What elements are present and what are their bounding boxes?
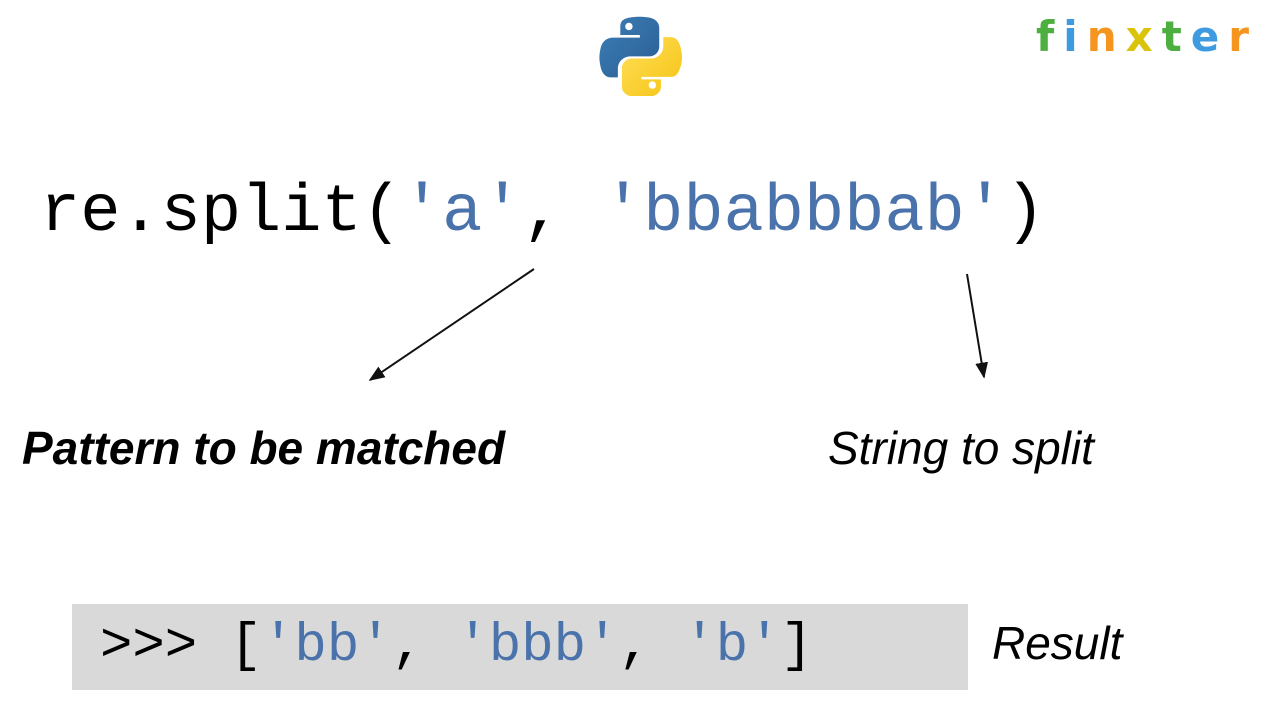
code-string-argument: 'bbabbbab' <box>602 175 1005 251</box>
result-separator-0: , <box>391 616 457 677</box>
label-pattern-to-be-matched: Pattern to be matched <box>22 422 506 474</box>
label-string-to-split: String to split <box>828 422 1094 474</box>
code-pattern-argument: 'a' <box>401 175 523 251</box>
finxter-letter-t: t <box>1161 12 1191 61</box>
result-output-text: >>> ['bb', 'bbb', 'b'] <box>100 613 813 681</box>
result-close-bracket: ] <box>780 616 813 677</box>
result-prompt-and-open-bracket: >>> [ <box>100 616 263 677</box>
python-logo-blue-half <box>599 16 660 78</box>
python-logo-yellow-half <box>621 37 682 96</box>
result-output-bar: >>> ['bb', 'bbb', 'b'] <box>72 604 968 690</box>
finxter-letter-e: e <box>1190 12 1229 61</box>
result-item-0: 'bb' <box>262 616 392 677</box>
finxter-logo: finxter <box>1036 16 1258 58</box>
result-item-1: 'bbb' <box>456 616 619 677</box>
finxter-letter-f: f <box>1036 12 1064 61</box>
finxter-letter-r: r <box>1228 12 1258 61</box>
code-expression: re.split('a', 'bbabbbab') <box>40 178 1045 248</box>
code-argument-separator: , <box>522 175 603 251</box>
result-separator-1: , <box>618 616 684 677</box>
code-closing-paren: ) <box>1004 175 1046 251</box>
code-call-prefix: re.split( <box>40 175 402 251</box>
finxter-letter-n: n <box>1086 12 1126 61</box>
python-logo <box>598 12 682 96</box>
arrow-to-pattern <box>368 268 535 381</box>
label-result: Result <box>992 617 1123 669</box>
result-item-2: 'b' <box>683 616 781 677</box>
arrow-to-string <box>966 273 988 379</box>
finxter-letter-i: i <box>1063 12 1087 61</box>
finxter-letter-x: x <box>1125 12 1162 61</box>
